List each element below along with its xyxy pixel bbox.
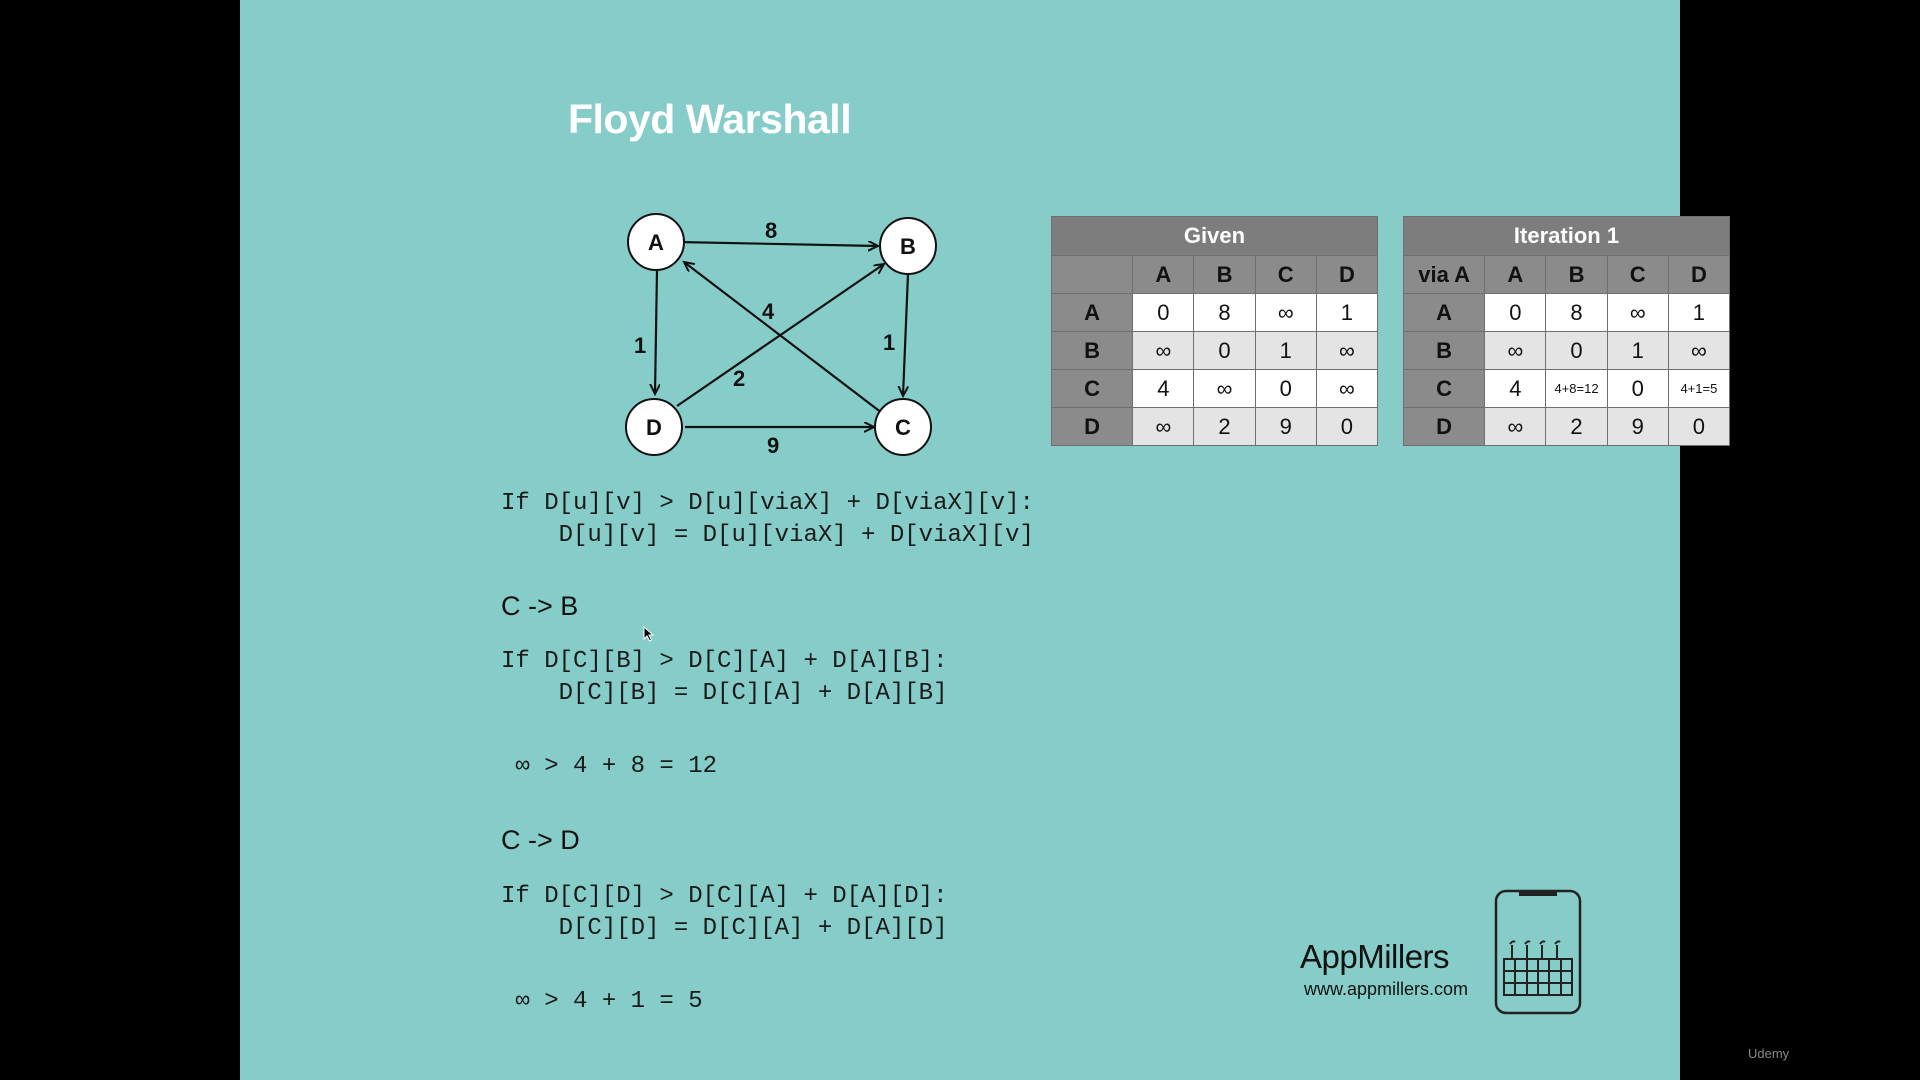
iteration-col-header: B	[1545, 255, 1608, 294]
edge-d-b	[676, 264, 884, 407]
svg-text:C: C	[895, 415, 911, 440]
matrix-cell: 0	[1484, 293, 1547, 332]
table-row: C 4 ∞ 0 ∞	[1050, 369, 1379, 408]
slide-title: Floyd Warshall	[568, 96, 852, 142]
edge-label-d-c: 9	[767, 433, 779, 458]
matrix-cell: ∞	[1606, 293, 1669, 332]
matrix-cell: ∞	[1193, 369, 1256, 408]
udemy-watermark: Udemy	[1748, 1046, 1790, 1061]
rule-code-line-1: If D[u][v] > D[u][viaX] + D[viaX][v]:	[501, 490, 1034, 517]
table-row: B ∞ 0 1 ∞	[1050, 331, 1379, 370]
given-matrix-table: Given A B C D A 0 8 ∞ 1 B ∞ 0 1 ∞ C 4 ∞ …	[1050, 216, 1379, 446]
matrix-cell: 0	[1315, 407, 1379, 446]
matrix-cell: 0	[1254, 369, 1317, 408]
svg-text:B: B	[900, 234, 916, 259]
row-header: A	[1050, 293, 1134, 332]
matrix-cell: 8	[1545, 293, 1608, 332]
matrix-cell: ∞	[1132, 331, 1195, 370]
matrix-cell: 0	[1193, 331, 1256, 370]
iteration-col-header: C	[1606, 255, 1669, 294]
matrix-cell: 0	[1132, 293, 1195, 332]
case-heading-c-d: C -> D	[501, 825, 580, 855]
given-table-caption: Given	[1051, 216, 1378, 256]
node-d: D	[625, 398, 683, 456]
matrix-cell: 9	[1606, 407, 1669, 446]
row-header: D	[1402, 407, 1486, 446]
iteration-col-header: D	[1667, 255, 1731, 294]
edge-label-d-b: 2	[733, 366, 745, 391]
matrix-cell: 2	[1193, 407, 1256, 446]
given-corner-cell	[1050, 255, 1134, 294]
matrix-cell: 0	[1545, 331, 1608, 370]
case-c-b-code-line-1: If D[C][B] > D[C][A] + D[A][B]:	[501, 648, 948, 675]
case-heading-c-b: C -> B	[501, 591, 579, 621]
table-row: D ∞ 2 9 0	[1402, 407, 1731, 446]
given-col-header: D	[1315, 255, 1379, 294]
matrix-cell: ∞	[1315, 331, 1379, 370]
matrix-cell: 4	[1132, 369, 1195, 408]
table-row: C 4 4+8=12 0 4+1=5	[1402, 369, 1731, 408]
table-row: B ∞ 0 1 ∞	[1402, 331, 1731, 370]
edge-label-a-d: 1	[634, 333, 646, 358]
matrix-cell: 1	[1606, 331, 1669, 370]
matrix-cell: 4	[1484, 369, 1547, 408]
iteration-table-caption: Iteration 1	[1403, 216, 1730, 256]
matrix-cell: 4+1=5	[1667, 369, 1731, 408]
iteration-matrix-table: Iteration 1 via A A B C D A 0 8 ∞ 1 B ∞ …	[1402, 216, 1731, 446]
table-row: D ∞ 2 9 0	[1050, 407, 1379, 446]
matrix-cell: 1	[1667, 293, 1731, 332]
svg-text:A: A	[648, 230, 664, 255]
matrix-cell: 2	[1545, 407, 1608, 446]
iteration-corner-cell: via A	[1402, 255, 1486, 294]
matrix-cell: 0	[1606, 369, 1669, 408]
edge-c-a	[684, 262, 883, 414]
row-header: C	[1402, 369, 1486, 408]
iteration-col-header: A	[1484, 255, 1547, 294]
given-col-header: A	[1132, 255, 1195, 294]
matrix-cell: 1	[1315, 293, 1379, 332]
brand-name: AppMillers	[1300, 938, 1450, 975]
case-c-d-code-line-2: D[C][D] = D[C][A] + D[A][D]	[501, 915, 948, 942]
edge-b-c	[903, 273, 910, 396]
case-c-b-calc: ∞ > 4 + 8 = 12	[501, 753, 718, 780]
mouse-cursor-icon	[643, 626, 655, 642]
edge-a-d	[655, 269, 657, 394]
matrix-cell: ∞	[1484, 407, 1547, 446]
node-c: C	[874, 398, 932, 456]
matrix-cell: ∞	[1315, 369, 1379, 408]
rule-code-line-2: D[u][v] = D[u][viaX] + D[viaX][v]	[501, 522, 1034, 549]
slide: Floyd Warshall 8 1 1 4 2 9 A B	[240, 0, 1731, 1080]
node-b: B	[879, 217, 937, 275]
node-a: A	[627, 213, 685, 271]
brand-url: www.appmillers.com	[1304, 979, 1469, 999]
matrix-cell: 9	[1254, 407, 1317, 446]
matrix-cell: 1	[1254, 331, 1317, 370]
matrix-cell: 0	[1667, 407, 1731, 446]
given-col-header: C	[1254, 255, 1317, 294]
case-c-d-calc: ∞ > 4 + 1 = 5	[501, 988, 703, 1015]
matrix-cell: ∞	[1254, 293, 1317, 332]
row-header: B	[1402, 331, 1486, 370]
matrix-cell: ∞	[1132, 407, 1195, 446]
row-header: A	[1402, 293, 1486, 332]
edge-label-b-c: 1	[883, 330, 895, 355]
case-c-d-code-line-1: If D[C][D] > D[C][A] + D[A][D]:	[501, 883, 948, 910]
matrix-cell: ∞	[1484, 331, 1547, 370]
matrix-cell: ∞	[1667, 331, 1731, 370]
edge-label-c-a: 4	[762, 299, 775, 324]
matrix-cell: 4+8=12	[1545, 369, 1608, 408]
table-row: A 0 8 ∞ 1	[1402, 293, 1731, 332]
row-header: D	[1050, 407, 1134, 446]
edge-a-b	[676, 242, 878, 246]
graph-diagram: 8 1 1 4 2 9 A B C D	[625, 213, 937, 458]
row-header: C	[1050, 369, 1134, 408]
table-row: A 0 8 ∞ 1	[1050, 293, 1379, 332]
row-header: B	[1050, 331, 1134, 370]
appmillers-logo-icon	[1494, 889, 1582, 1015]
svg-text:D: D	[646, 415, 662, 440]
edge-label-a-b: 8	[765, 218, 777, 243]
matrix-cell: 8	[1193, 293, 1256, 332]
case-c-b-code-line-2: D[C][B] = D[C][A] + D[A][B]	[501, 680, 948, 707]
given-col-header: B	[1193, 255, 1256, 294]
